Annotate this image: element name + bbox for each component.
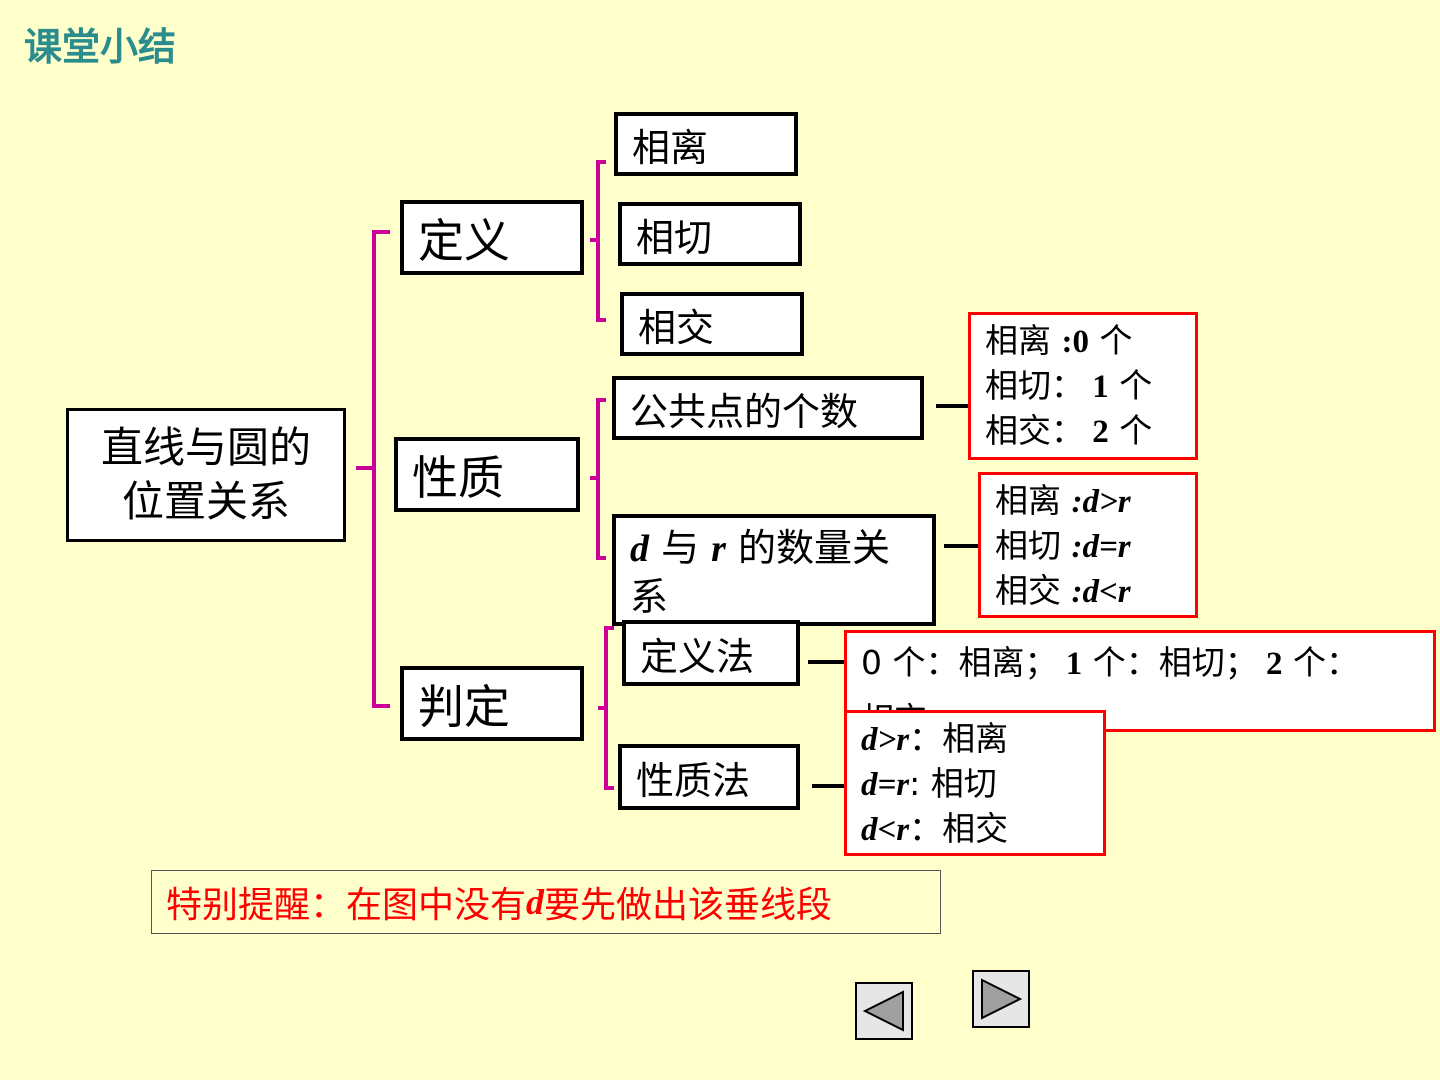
quantity-detail-line: 相交 :d<r	[995, 571, 1131, 610]
property-method-box: 性质法	[618, 744, 800, 810]
root-line1: 直线与圆的	[100, 423, 311, 472]
bracket-judgement	[604, 626, 614, 790]
definition-method-detail-line1: 0 个：相离； 1 个：相切； 2 个：	[861, 643, 1359, 682]
bracket-property	[596, 398, 606, 560]
reminder-pre: 特别提醒：在图中没有	[166, 885, 527, 926]
definition-box: 定义	[400, 200, 584, 275]
dash-connectors	[808, 404, 978, 788]
definition-method-box: 定义法	[622, 620, 800, 686]
property-method-detail-box: d>r：相离 d=r: 相切 d<r：相交	[844, 710, 1106, 856]
slide-title: 课堂小结	[24, 25, 177, 69]
definition-method-detail-box: 0 个：相离； 1 个：相切； 2 个： 相交	[844, 630, 1436, 732]
property-method-detail-line: d>r：相离	[861, 719, 1009, 758]
var-r: r	[711, 528, 726, 570]
next-slide-button[interactable]	[972, 970, 1030, 1028]
reminder-var: d	[526, 882, 545, 922]
definition-item-label: 相离	[632, 125, 709, 170]
definition-label: 定义	[418, 213, 510, 268]
common-points-detail-box: 相离 :0 个 相切： 1 个 相交： 2 个	[968, 312, 1198, 460]
property-method-detail-line: d=r: 相切	[861, 764, 997, 803]
quantity-relation-line2: 系	[630, 575, 669, 619]
var-d: d	[630, 528, 649, 570]
common-points-detail-line: 相交： 2 个	[985, 411, 1153, 450]
quantity-relation-line1: d 与 r 的数量关	[630, 524, 932, 573]
root-line2: 位置关系	[121, 477, 290, 526]
bracket-definition	[596, 160, 606, 322]
common-points-box: 公共点的个数	[612, 376, 924, 440]
label-rest1: 的数量关	[725, 526, 891, 570]
root-topic-box: 直线与圆的 位置关系	[66, 408, 346, 542]
label-mid: 与	[649, 526, 712, 570]
common-points-label: 公共点的个数	[630, 389, 859, 434]
reminder-post: 要先做出该垂线段	[544, 885, 833, 926]
quantity-detail-line: 相离 :d>r	[995, 481, 1131, 520]
property-box: 性质	[394, 437, 580, 512]
prev-slide-button[interactable]	[855, 982, 913, 1040]
property-method-label: 性质法	[636, 758, 751, 803]
triangle-left-icon	[862, 990, 904, 1032]
definition-item-tangent: 相切	[618, 202, 802, 266]
common-points-detail-line: 相离 :0 个	[985, 321, 1133, 360]
quantity-relation-box: d 与 r 的数量关 系	[612, 514, 936, 626]
quantity-relation-detail-box: 相离 :d>r 相切 :d=r 相交 :d<r	[978, 472, 1198, 618]
quantity-detail-line: 相切 :d=r	[995, 526, 1131, 565]
common-points-detail-line: 相切： 1 个	[985, 366, 1153, 405]
reminder-note: 特别提醒：在图中没有 d 要先做出该垂线段	[151, 870, 941, 934]
brackets	[356, 160, 614, 790]
property-label: 性质	[412, 450, 504, 505]
judgement-box: 判定	[400, 666, 584, 741]
bracket-main	[372, 230, 390, 708]
definition-method-label: 定义法	[640, 634, 755, 679]
property-method-detail-line: d<r：相交	[861, 809, 1009, 848]
definition-item-separate: 相离	[614, 112, 798, 176]
triangle-right-icon	[981, 978, 1023, 1020]
definition-item-intersect: 相交	[620, 292, 804, 356]
judgement-label: 判定	[418, 679, 510, 734]
definition-item-label: 相切	[636, 215, 713, 260]
definition-item-label: 相交	[638, 305, 715, 350]
